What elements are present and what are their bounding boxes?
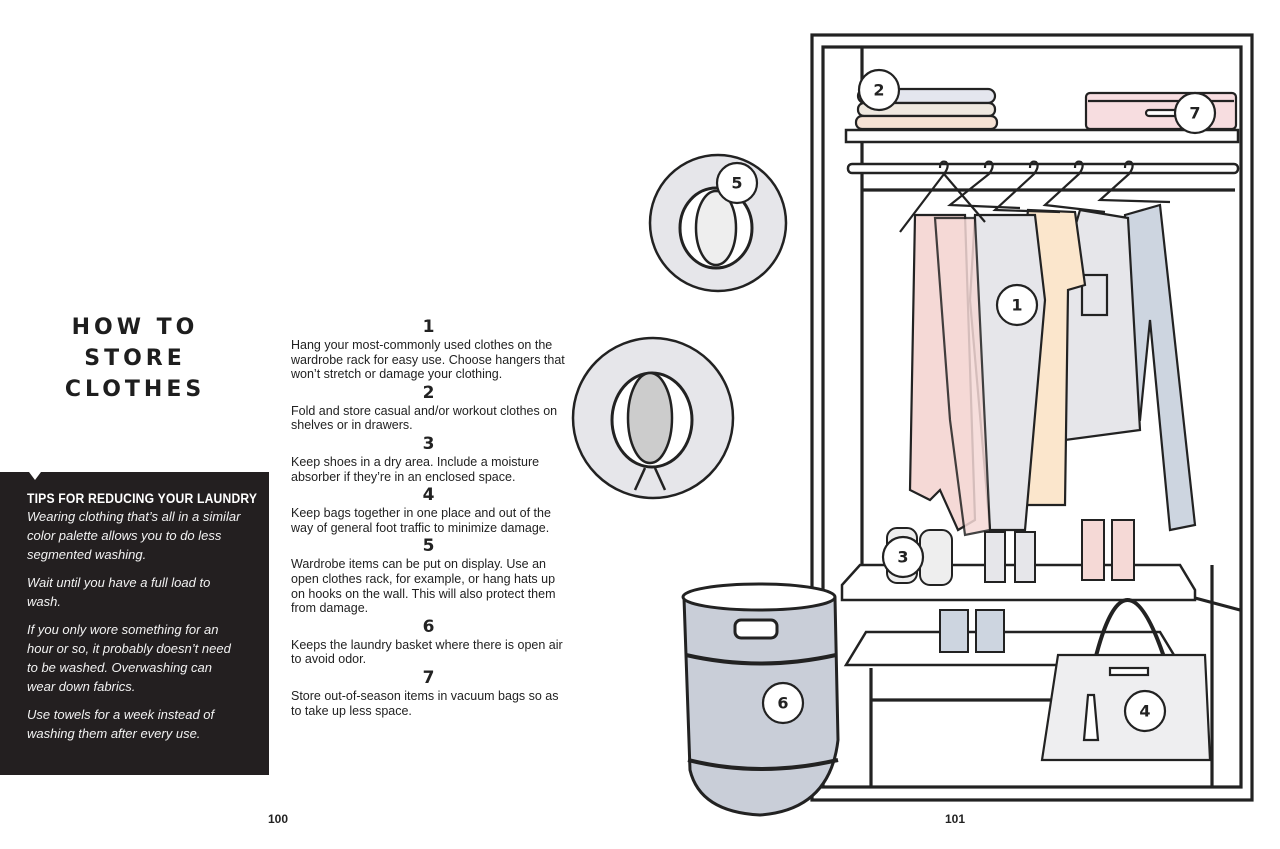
step-text: Store out-of-season items in vacuum bags… [291,688,559,718]
step-1: 1 Hang your most-commonly used clothes o… [291,318,566,382]
step-text: Keep shoes in a dry area. Include a mois… [291,454,540,484]
tip-paragraph: If you only wore something for an hour o… [27,622,231,694]
callout-label: 4 [1139,702,1150,721]
callout-2: 2 [857,68,901,112]
callout-label: 6 [777,694,788,713]
tips-notch [29,472,41,480]
callout-label: 2 [873,81,884,100]
step-5: 5 Wardrobe items can be put on display. … [291,537,566,615]
hangers [899,160,1171,233]
title-line-2: CLOTHES [64,377,206,402]
page-number-left: 100 [268,812,289,826]
step-3: 3 Keep shoes in a dry area. Include a mo… [291,433,566,484]
callout-3: 3 [881,535,925,579]
callout-label: 7 [1189,104,1200,123]
step-4: 4 Keep bags together in one place and ou… [291,486,566,535]
laundry-tips-box: TIPS FOR REDUCING YOUR LAUNDRY Wearing c… [0,472,269,775]
step-number: 6 [422,616,435,637]
step-6: 6 Keeps the laundry basket where there i… [291,616,566,667]
title-line-1: HOW TO STORE [71,315,199,371]
step-text: Hang your most-commonly used clothes on … [291,338,565,382]
clothes-rod [846,162,1240,175]
wardrobe-illustration: 1 2 3 4 5 6 7 [571,33,1254,817]
step-text: Fold and store casual and/or workout clo… [291,403,558,433]
storage-steps-list: 1 Hang your most-commonly used clothes o… [291,318,566,720]
handbag [1040,598,1212,762]
callout-7: 7 [1173,91,1217,135]
callout-label: 5 [731,174,742,193]
page-title: HOW TO STORE CLOTHES [20,312,250,405]
step-text: Keep bags together in one place and out … [291,506,551,535]
step-number: 3 [422,433,435,454]
tips-heading: TIPS FOR REDUCING YOUR LAUNDRY [27,491,258,506]
step-text: Wardrobe items can be put on display. Us… [291,557,556,616]
callout-5: 5 [715,161,759,205]
step-text: Keeps the laundry basket where there is … [291,637,563,667]
step-2: 2 Fold and store casual and/or workout c… [291,382,566,433]
step-number: 2 [422,382,435,403]
step-7: 7 Store out-of-season items in vacuum ba… [291,667,566,718]
tip-paragraph: Wait until you have a full load to wash. [27,575,211,609]
page-number-right: 101 [945,812,966,826]
hanging-clothes [908,203,1197,537]
laundry-basket [681,582,840,817]
callout-1: 1 [995,283,1039,327]
tip-paragraph: Use towels for a week instead of washing… [27,707,215,741]
callout-label: 3 [897,548,908,567]
step-number: 4 [422,485,435,506]
step-number: 1 [422,317,435,337]
hat-display-2 [571,336,735,500]
step-number: 5 [422,536,435,557]
tip-paragraph: Wearing clothing that’s all in a similar… [27,509,241,562]
step-number: 7 [422,667,435,688]
callout-label: 1 [1011,296,1022,315]
callout-6: 6 [761,681,805,725]
callout-4: 4 [1123,689,1167,733]
top-shelf [844,128,1240,144]
